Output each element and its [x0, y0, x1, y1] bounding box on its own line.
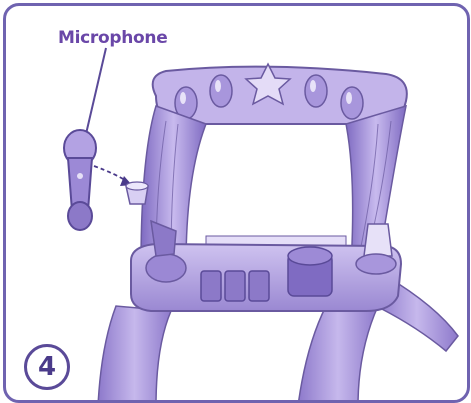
step-number-badge: 4	[24, 344, 70, 390]
piano-keys	[201, 271, 269, 301]
instruction-panel: Microphone 4	[3, 3, 470, 403]
stage-arch	[153, 64, 407, 124]
toy-stage-illustration	[6, 6, 470, 403]
microphone-callout-label: Microphone	[58, 28, 167, 48]
drum	[288, 247, 332, 296]
insert-arrow-icon	[94, 166, 132, 186]
microphone-icon	[64, 48, 106, 230]
mic-holder	[126, 182, 148, 204]
